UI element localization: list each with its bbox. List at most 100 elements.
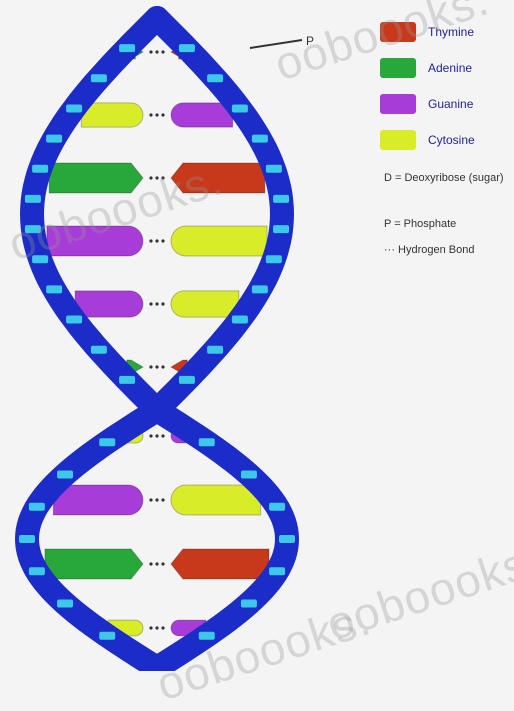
phosphate-group [57,471,73,479]
hydrogen-bond-dot [155,434,158,437]
phosphate-group [252,285,268,293]
cytosine-base [171,226,267,256]
phosphate-group [19,535,35,543]
phosphate-group [266,255,282,263]
phosphate-group [66,104,82,112]
adenine-swatch [380,58,416,78]
hydrogen-bond-dot [161,50,164,53]
hydrogen-bond-dot [155,562,158,565]
hydrogen-bond-dot [149,302,152,305]
guanine-swatch [380,94,416,114]
base-pair [75,291,239,317]
phosphate-group [269,567,285,575]
phosphate-group [241,600,257,608]
phosphate-group [91,346,107,354]
legend-note-deoxyribose: D = Deoxyribose (sugar) [384,172,506,185]
hydrogen-bond-dot [149,434,152,437]
phosphate-group [91,74,107,82]
cytosine-swatch [380,130,416,150]
hydrogen-bond-dot [155,302,158,305]
phosphate-marker-label: P [306,34,314,48]
phosphate-group [25,195,41,203]
phosphate-group [32,255,48,263]
hydrogen-bond-dot [155,498,158,501]
adenine-base [49,163,143,193]
phosphate-group [46,285,62,293]
phosphate-group [29,503,45,511]
legend-label: Guanine [428,97,473,111]
legend-item-cytosine: Cytosine [380,128,475,152]
hydrogen-bond-dot [149,50,152,53]
legend-note-phosphate: P = Phosphate [384,218,506,231]
phosphate-group [119,44,135,52]
hydrogen-bond-dot [161,176,164,179]
hydrogen-bond-dot [155,626,158,629]
thymine-swatch [380,22,416,42]
guanine-base [75,291,143,317]
base-pair [53,485,260,515]
phosphate-marker: P [250,34,314,48]
legend-label: Adenine [428,61,472,75]
phosphate-group [273,225,289,233]
hydrogen-bond-dot [161,113,164,116]
cytosine-base [171,485,261,515]
hydrogen-bond-dot [149,365,152,368]
legend-item-thymine: Thymine [380,20,474,44]
hydrogen-bond-dot [161,434,164,437]
phosphate-group [32,165,48,173]
phosphate-group [199,632,215,640]
hydrogen-bond-dot [155,113,158,116]
phosphate-group [232,316,248,324]
base-pair [47,226,267,256]
hydrogen-bond-dot [155,239,158,242]
base-pair [81,103,232,127]
phosphate-group [99,632,115,640]
hydrogen-bond-dot [149,113,152,116]
phosphate-group [199,438,215,446]
hydrogen-bond-dot [149,498,152,501]
phosphate-group [252,135,268,143]
phosphate-group [66,316,82,324]
adenine-base [45,549,143,579]
hydrogen-bond-dot [155,50,158,53]
hydrogen-bond-dot [149,176,152,179]
legend-item-adenine: Adenine [380,56,472,80]
hydrogen-bond-dot [149,239,152,242]
hydrogen-bond-dot [155,176,158,179]
hydrogen-bond-dot [161,302,164,305]
phosphate-group [241,471,257,479]
phosphate-group [25,225,41,233]
phosphate-group [57,600,73,608]
hydrogen-bond-dot [149,626,152,629]
hydrogen-bond-dot [149,562,152,565]
hydrogen-bond-dot [161,626,164,629]
phosphate-group [266,165,282,173]
phosphate-group [279,535,295,543]
guanine-base [47,226,143,256]
phosphate-group [46,135,62,143]
legend-item-guanine: Guanine [380,92,473,116]
phosphate-group [207,346,223,354]
hydrogen-bond-dot [161,562,164,565]
phosphate-group [179,376,195,384]
phosphate-group [119,376,135,384]
phosphate-group [232,104,248,112]
legend-note-hydrogen-bond: ··· Hydrogen Bond [384,244,506,257]
hydrogen-bond-dot [155,365,158,368]
guanine-base [53,485,143,515]
hydrogen-bond-dot [161,498,164,501]
phosphate-group [179,44,195,52]
phosphate-group [269,503,285,511]
phosphate-group [29,567,45,575]
thymine-base [171,163,265,193]
hydrogen-bond-dot [161,239,164,242]
thymine-base [171,549,269,579]
base-pair [49,163,265,193]
hydrogen-bond-dot [161,365,164,368]
phosphate-group [207,74,223,82]
legend-label: Cytosine [428,133,475,147]
base-pair [45,549,269,579]
cytosine-base [171,291,239,317]
legend-label: Thymine [428,25,474,39]
phosphate-group [273,195,289,203]
